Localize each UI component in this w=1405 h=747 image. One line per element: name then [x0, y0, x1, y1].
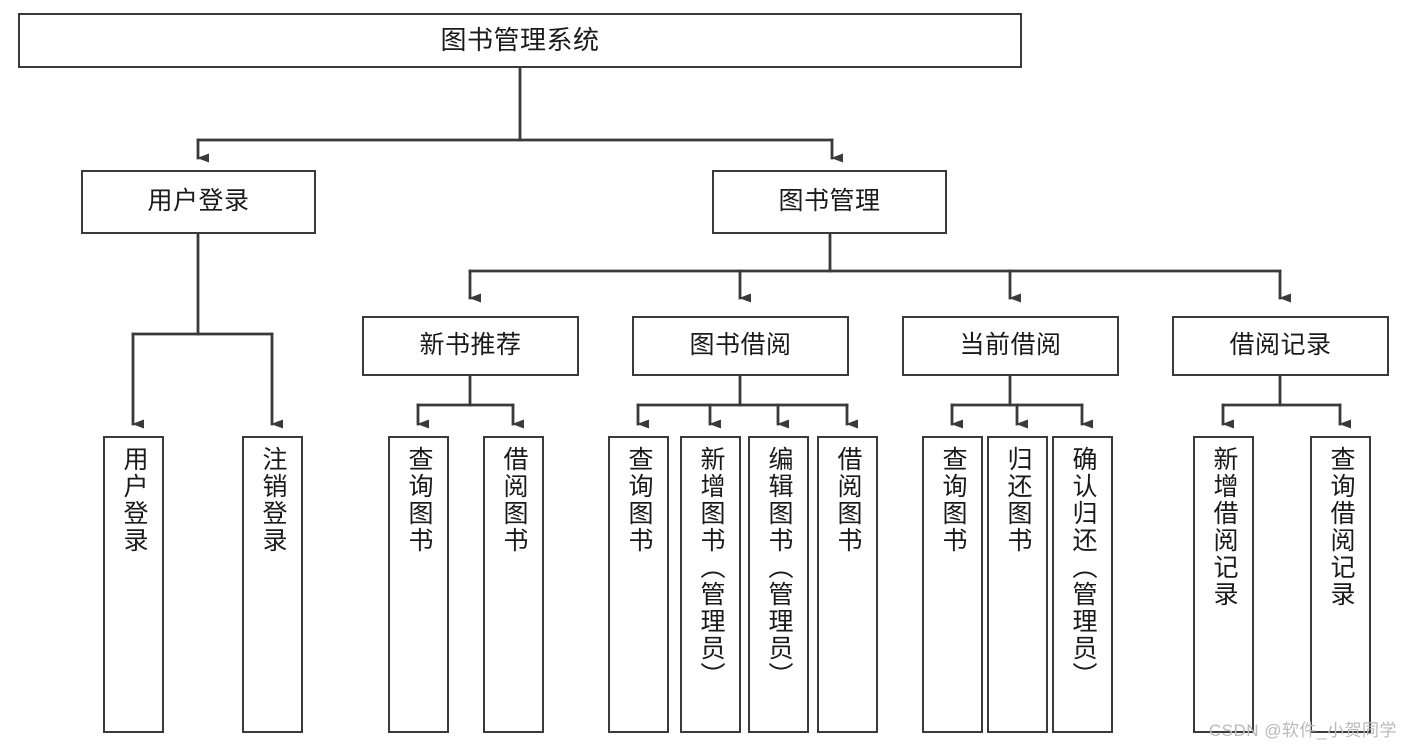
node-label: 归还图书	[1004, 446, 1032, 554]
node-label: 新增图书（管理员）	[697, 446, 725, 689]
node-label: 新增借阅记录	[1210, 446, 1238, 608]
node-label: 确认归还（管理员）	[1069, 446, 1097, 689]
node-label: 查询图书	[405, 446, 433, 554]
leaf-book-borrow-add-book-admin[interactable]: 新增图书（管理员）	[680, 436, 741, 733]
leaf-new-book-query-book[interactable]: 查询图书	[388, 436, 449, 733]
node-label: 查询借阅记录	[1327, 446, 1355, 608]
node-label: 图书借阅	[689, 331, 792, 360]
node-user-login[interactable]: 用户登录	[81, 170, 316, 234]
node-label: 图书管理	[778, 187, 881, 216]
leaf-user-login-login[interactable]: 用户登录	[103, 436, 164, 733]
leaf-book-borrow-edit-book-admin[interactable]: 编辑图书（管理员）	[748, 436, 809, 733]
node-book-borrow[interactable]: 图书借阅	[632, 316, 849, 376]
node-label: 编辑图书（管理员）	[765, 446, 793, 689]
node-label: 查询图书	[625, 446, 653, 554]
node-label: 借阅记录	[1229, 331, 1332, 360]
leaf-borrow-record-query-record[interactable]: 查询借阅记录	[1310, 436, 1371, 733]
node-label: 注销登录	[259, 446, 287, 554]
leaf-new-book-borrow-book[interactable]: 借阅图书	[483, 436, 544, 733]
leaf-book-borrow-query-book[interactable]: 查询图书	[608, 436, 669, 733]
node-label: 用户登录	[147, 187, 250, 216]
csdn-watermark: CSDN @软件_小贺同学	[1208, 721, 1397, 740]
leaf-current-borrow-return-book[interactable]: 归还图书	[987, 436, 1048, 733]
node-current-borrow[interactable]: 当前借阅	[902, 316, 1119, 376]
leaf-current-borrow-query-book[interactable]: 查询图书	[922, 436, 983, 733]
node-label: 图书管理系统	[440, 25, 600, 56]
node-label: 借阅图书	[834, 446, 862, 554]
node-book-management[interactable]: 图书管理	[712, 170, 947, 234]
node-label: 用户登录	[120, 446, 148, 554]
node-label: 借阅图书	[500, 446, 528, 554]
leaf-book-borrow-borrow-book[interactable]: 借阅图书	[817, 436, 878, 733]
node-label: 当前借阅	[959, 331, 1062, 360]
leaf-current-borrow-confirm-return-admin[interactable]: 确认归还（管理员）	[1052, 436, 1113, 733]
node-label: 查询图书	[939, 446, 967, 554]
node-new-book-recommend[interactable]: 新书推荐	[362, 316, 579, 376]
node-label: 新书推荐	[419, 331, 522, 360]
node-root-book-management-system[interactable]: 图书管理系统	[18, 13, 1022, 68]
node-borrow-record[interactable]: 借阅记录	[1172, 316, 1389, 376]
leaf-borrow-record-add-record[interactable]: 新增借阅记录	[1193, 436, 1254, 733]
leaf-user-login-logout[interactable]: 注销登录	[242, 436, 303, 733]
